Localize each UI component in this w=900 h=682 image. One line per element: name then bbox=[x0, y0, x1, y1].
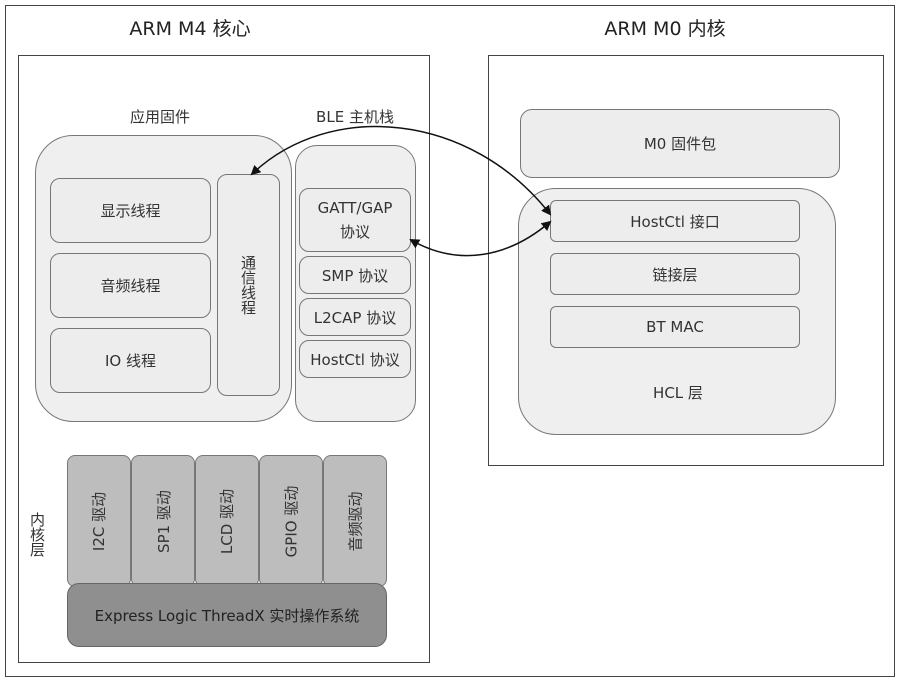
kernel-layer-label: 内核层 bbox=[28, 512, 46, 557]
m4-title: ARM M4 核心 bbox=[129, 18, 251, 40]
m0-hostctl-interface: HostCtl 接口 bbox=[550, 200, 800, 242]
rtos-bar: Express Logic ThreadX 实时操作系统 bbox=[67, 583, 387, 647]
ble-stack-label: BLE 主机栈 bbox=[316, 108, 394, 126]
driver-gpio-label: GPIO 驱动 bbox=[282, 485, 301, 557]
thread-io: IO 线程 bbox=[50, 328, 211, 393]
outer-frame bbox=[5, 5, 895, 677]
ble-layer-hostctl: HostCtl 协议 bbox=[299, 340, 411, 378]
driver-audio: 音频驱动 bbox=[323, 455, 387, 587]
hcl-layer-label: HCL 层 bbox=[653, 384, 703, 402]
driver-lcd: LCD 驱动 bbox=[195, 455, 259, 587]
driver-i2c-label: I2C 驱动 bbox=[90, 491, 109, 551]
m0-firmware-package: M0 固件包 bbox=[520, 109, 840, 178]
m0-core-panel bbox=[488, 55, 884, 466]
thread-communication: 通信线程 bbox=[217, 174, 280, 396]
driver-spi: SP1 驱动 bbox=[131, 455, 195, 587]
m0-title: ARM M0 内核 bbox=[604, 18, 726, 40]
ble-layer-smp: SMP 协议 bbox=[299, 256, 411, 294]
m0-link-layer: 链接层 bbox=[550, 253, 800, 295]
ble-layer-gatt-gap-label: GATT/GAP 协议 bbox=[317, 199, 393, 241]
thread-display: 显示线程 bbox=[50, 178, 211, 243]
driver-lcd-label: LCD 驱动 bbox=[218, 488, 237, 554]
m4-core-panel bbox=[18, 55, 430, 663]
driver-i2c: I2C 驱动 bbox=[67, 455, 131, 587]
driver-audio-label: 音频驱动 bbox=[346, 490, 365, 552]
thread-communication-label: 通信线程 bbox=[239, 255, 257, 315]
ble-layer-l2cap: L2CAP 协议 bbox=[299, 298, 411, 336]
driver-gpio: GPIO 驱动 bbox=[259, 455, 323, 587]
thread-audio: 音频线程 bbox=[50, 253, 211, 318]
driver-spi-label: SP1 驱动 bbox=[154, 489, 173, 553]
app-firmware-label: 应用固件 bbox=[129, 108, 190, 126]
ble-layer-gatt-gap: GATT/GAP 协议 bbox=[299, 188, 411, 252]
m0-bt-mac: BT MAC bbox=[550, 306, 800, 348]
